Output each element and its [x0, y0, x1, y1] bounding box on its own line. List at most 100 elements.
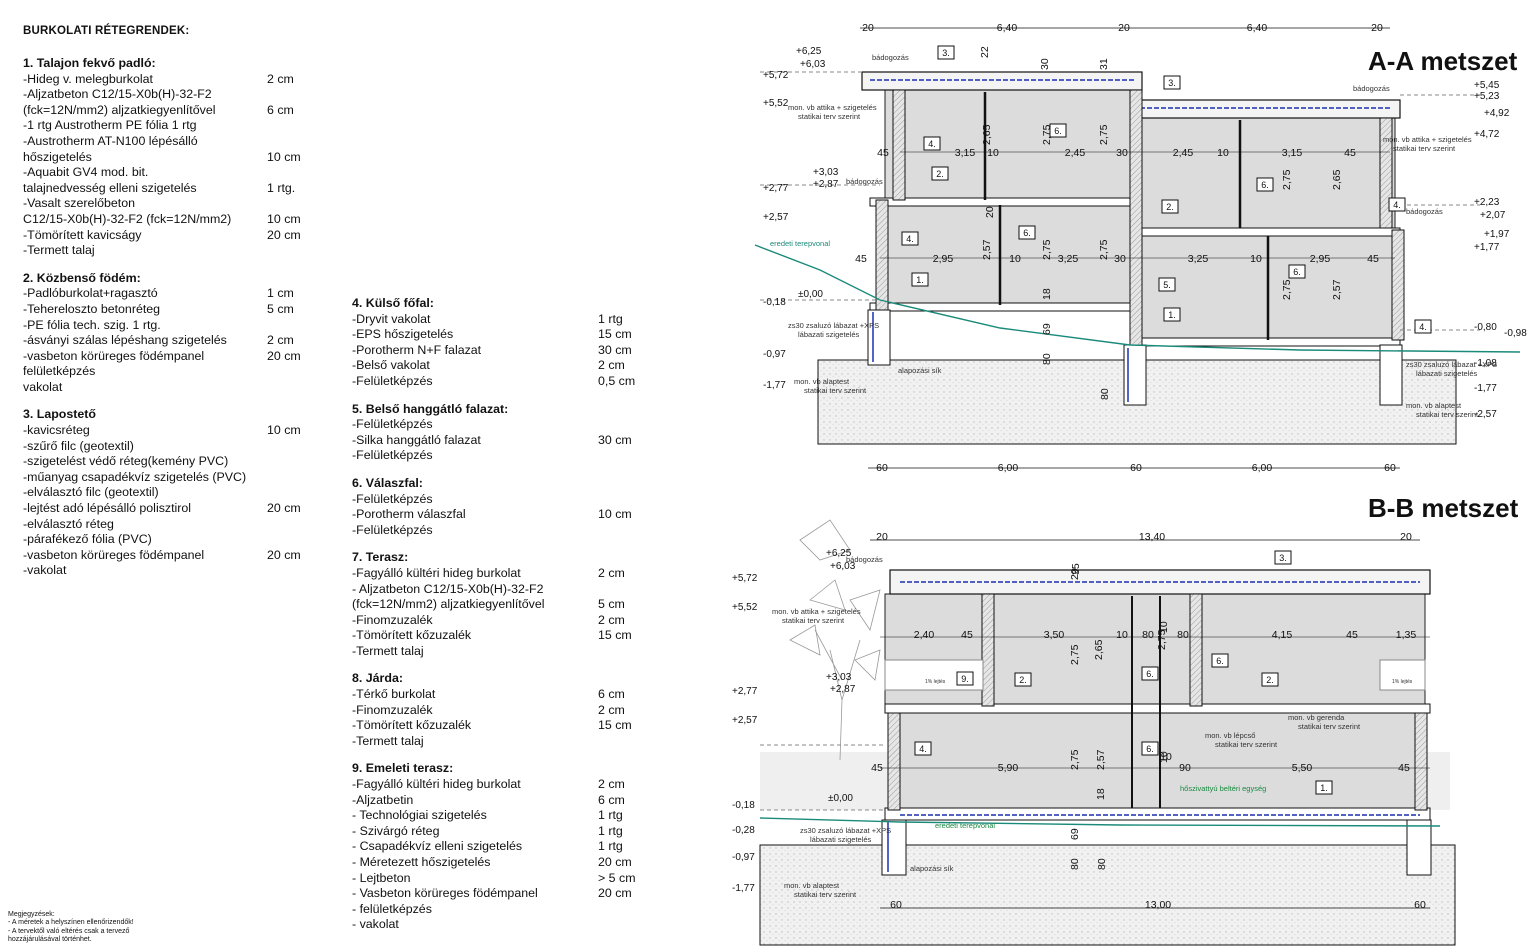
aa-room-dim: 10: [987, 147, 999, 159]
aa-roof-right: [1134, 99, 1401, 119]
bb-room-dim: 2,40: [914, 629, 935, 641]
layer-row: -Dryvit vakolat 1 rtg: [352, 312, 652, 328]
layer-thickness: 5 cm: [267, 301, 294, 316]
notes-block: Megjegyzések:- A méretek a helyszínen el…: [8, 911, 178, 945]
aa-bottom-dim: 60: [1130, 462, 1142, 474]
layer-row: -1 rtg Austrotherm PE fólia 1 rtg: [23, 118, 313, 134]
layer-name: -Termett talaj: [23, 243, 95, 258]
bb-height-dim: 80: [1069, 858, 1081, 870]
bb-bottom-dim: 13,00: [1145, 899, 1171, 911]
aa-top-dim: 20: [1118, 22, 1130, 34]
layer-name: -Dryvit vakolat: [352, 311, 431, 326]
aa-level-label: +2,57: [763, 212, 789, 223]
bb-note: mon. vb attika + szigetelés: [772, 607, 861, 616]
layer-name: (fck=12N/mm2) aljzatkiegyenlítővel: [352, 597, 545, 612]
layer-name: - Aljzatbeton C12/15-X0b(H)-32-F2: [352, 581, 544, 596]
aa-note: mon. vb attika + szigetelés: [788, 103, 877, 112]
layer-thickness: 1 rtg.: [267, 180, 296, 195]
bb-room-tag-box: [1141, 666, 1159, 681]
layer-thickness: [598, 902, 652, 918]
layer-section: 7. Terasz:-Fagyálló kültéri hideg burkol…: [352, 550, 652, 659]
layer-thickness: [598, 492, 652, 508]
aa-room-dim: 3,25: [1058, 253, 1079, 265]
bb-level-label: -1,77: [732, 883, 755, 894]
layer-row: -Felületképzés: [352, 448, 652, 464]
bb-note: eredeti terepvonal: [935, 821, 995, 830]
layer-name: -Tömörített kőzuzalék: [352, 718, 472, 733]
bb-level-label: -0,28: [732, 825, 755, 836]
bb-note: mon. vb gerenda: [1288, 713, 1345, 722]
layer-section: 5. Belső hanggátló falazat:-Felületképzé…: [352, 402, 652, 464]
layer-row: -EPS hőszigetelés 15 cm: [352, 327, 652, 343]
bb-level-label: +5,52: [732, 602, 758, 613]
layer-name: -EPS hőszigetelés: [352, 327, 454, 342]
layer-thickness: 1 cm: [267, 286, 294, 301]
layer-thickness: 1 rtg: [598, 311, 623, 326]
layer-row: -Felületképzés: [352, 417, 652, 433]
aa-height-dim: 2,75: [1098, 239, 1110, 260]
aa-height-dim: 69: [1041, 323, 1053, 335]
layer-section: 2. Közbenső födém:-Padlóburkolat+ragaszt…: [23, 271, 313, 396]
aa-section-title: A-A metszet: [1368, 46, 1518, 76]
bb-note: 1% lejtés: [925, 679, 946, 685]
aa-level-label: +1,77: [1474, 242, 1500, 253]
aa-note: mon. vb alaptest: [1406, 401, 1462, 410]
layer-name: - Lejtbeton: [352, 870, 411, 885]
aa-height-dim: 18: [1041, 288, 1053, 300]
aa-bottom-dim: 60: [1384, 462, 1396, 474]
bb-room-dim: 45: [1398, 762, 1410, 774]
aa-level-label: +2,87: [813, 179, 839, 190]
aa-room-dim: 10: [1250, 253, 1262, 265]
aa-room-tag: 5.: [1163, 280, 1171, 290]
aa-height-dim: 2,75: [1041, 239, 1053, 260]
aa-note: zs30 zsaluzó lábazat +XPS: [788, 321, 879, 330]
layer-thickness: 10 cm: [267, 149, 301, 164]
aa-height-dim: 2,57: [1331, 279, 1343, 300]
layer-name: -Aljzatbeton C12/15-X0b(H)-32-F2: [23, 87, 212, 102]
layer-thickness: 15 cm: [598, 327, 632, 342]
aa-room-tag-box: [1049, 123, 1067, 138]
aa-bottom-dim: 60: [876, 462, 888, 474]
layer-thickness: 15 cm: [598, 628, 632, 643]
note-line: - A tervektől való eltérés csak a tervez…: [8, 927, 130, 935]
layer-thickness: [267, 196, 313, 212]
aa-height-dim: 2,75: [1098, 124, 1110, 145]
aa-room-tag: 4.: [1393, 200, 1401, 210]
layer-thickness: [267, 318, 313, 334]
layer-name: -ásványi szálas lépéshang szigetelés: [23, 333, 227, 348]
bb-room-tag-box: [1261, 672, 1279, 687]
layer-name: -Finomzuzalék: [352, 702, 433, 717]
bb-ground-bg: [760, 752, 1450, 810]
aa-room-tag: 1.: [1168, 310, 1176, 320]
aa-note: bádogozás: [1406, 207, 1443, 216]
bb-note: alapozási sík: [910, 864, 954, 873]
aa-level-label: -1,77: [1474, 383, 1497, 394]
layer-section-heading: 5. Belső hanggátló falazat:: [352, 401, 509, 416]
aa-room-dim: 30: [1114, 253, 1126, 265]
aa-level-label: +5,45: [1474, 80, 1500, 91]
layer-name: -Felületképzés: [352, 417, 433, 432]
aa-original-terrain: [754, 244, 1521, 353]
layer-thickness: [267, 439, 313, 455]
bb-note: statikai terv szerint: [794, 890, 857, 899]
bb-top-dim: 20: [876, 531, 888, 543]
bb-room-tag: 3.: [1279, 553, 1287, 563]
layer-thickness: [267, 134, 313, 150]
bb-room-dim: 3,50: [1044, 629, 1065, 641]
layer-name: -Tömörített kavicságy: [23, 227, 142, 242]
aa-room-dim: 45: [1367, 253, 1379, 265]
aa-note: lábazati szigetelés: [798, 330, 860, 339]
bb-room-tag-box: [1211, 653, 1229, 668]
aa-level-label: +2,23: [1474, 197, 1500, 208]
layer-section-heading: 1. Talajon fekvő padló:: [23, 56, 156, 70]
bb-height-dim: 35: [1070, 563, 1082, 575]
aa-level-label: -0,97: [763, 349, 786, 360]
layer-name: hőszigetelés: [23, 149, 92, 164]
aa-height-dim: 2,75: [1041, 124, 1053, 145]
